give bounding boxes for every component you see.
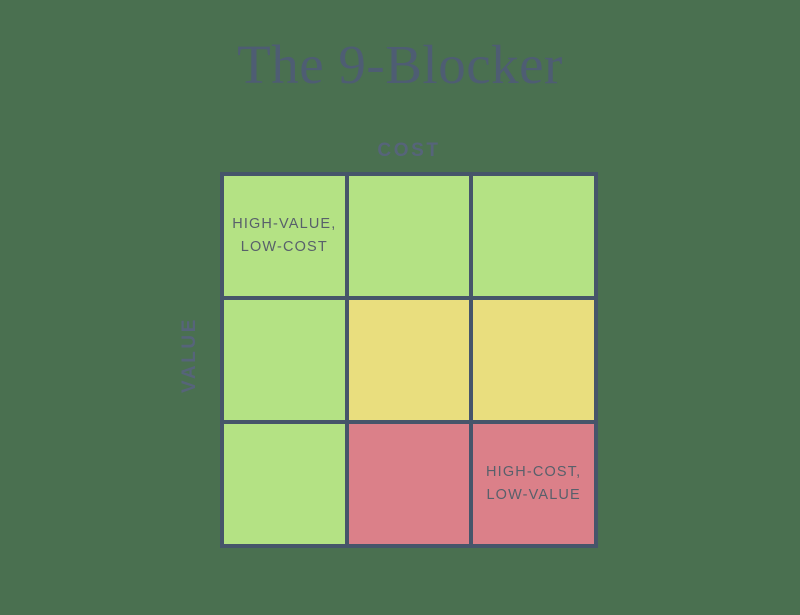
matrix-cell-label: HIGH-COST, LOW-VALUE (486, 464, 582, 503)
matrix-cell-r1c2[interactable] (472, 299, 595, 421)
matrix-cell-r2c2[interactable]: HIGH-COST, LOW-VALUE (472, 423, 595, 545)
matrix-cell-r2c1[interactable] (347, 423, 471, 545)
matrix-cell-r1c1[interactable] (347, 299, 471, 421)
y-axis-label-value: VALUE (179, 317, 200, 393)
matrix-cell-label: HIGH-VALUE, LOW-COST (232, 216, 337, 255)
matrix-cell-r0c0[interactable]: HIGH-VALUE, LOW-COST (223, 175, 346, 297)
nine-block-matrix: HIGH-VALUE, LOW-COST HIGH-COST, LOW-VALU… (220, 172, 598, 548)
x-axis-label-cost: COST (377, 140, 441, 161)
matrix-cell-r1c0[interactable] (223, 299, 346, 421)
matrix-cell-r0c2[interactable] (472, 175, 595, 297)
matrix-cell-r0c1[interactable] (347, 175, 471, 297)
matrix-cell-r2c0[interactable] (223, 423, 346, 545)
page-title: The 9-Blocker (237, 34, 563, 95)
